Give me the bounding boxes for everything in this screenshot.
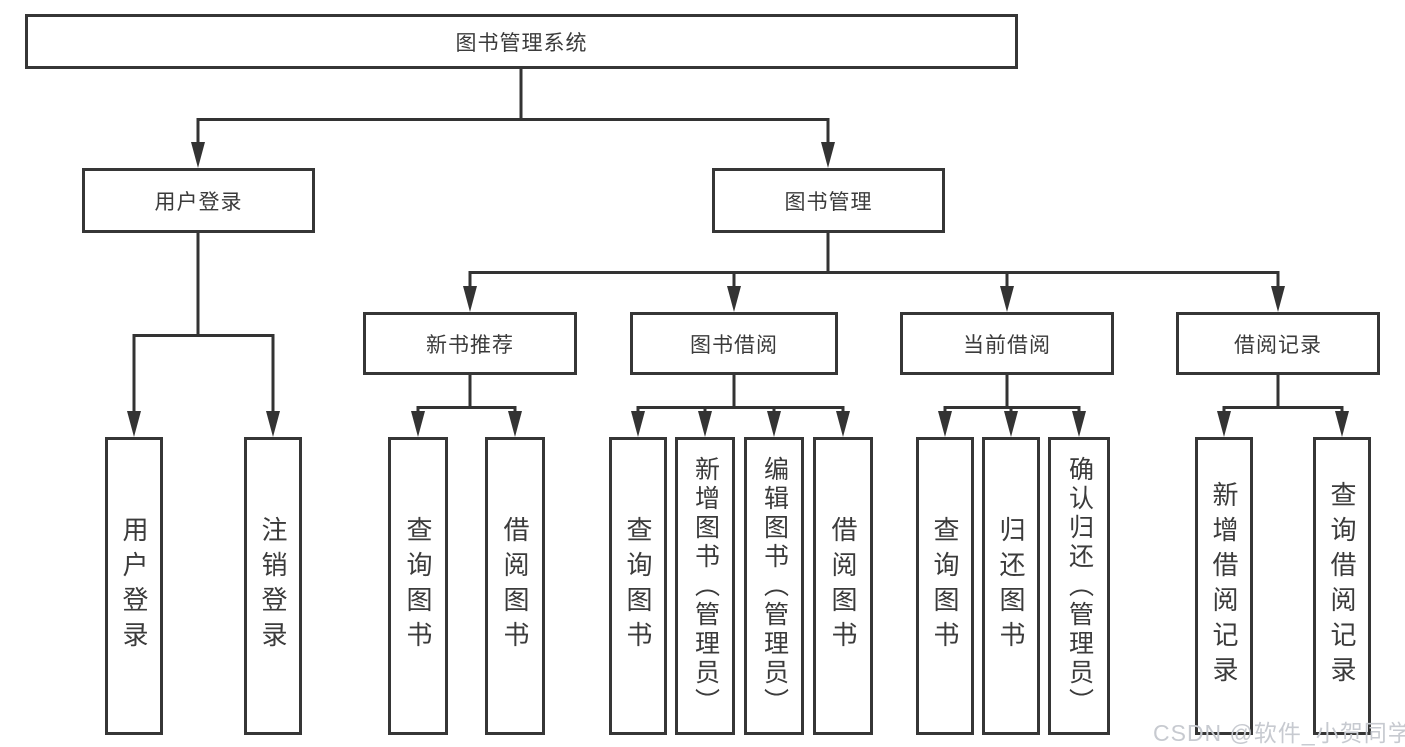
leaf-borrow-books-recommend: 借阅图书	[485, 437, 545, 735]
watermark: CSDN @软件_小贺同学	[1153, 720, 1405, 746]
node-current-borrowing: 当前借阅	[900, 312, 1114, 375]
leaf-query-books-borrowing: 查询图书	[609, 437, 667, 735]
node-book-management: 图书管理	[712, 168, 945, 233]
node-user-login: 用户登录	[82, 168, 315, 233]
leaf-return-books: 归还图书	[982, 437, 1040, 735]
leaf-add-borrow-record: 新增借阅记录	[1195, 437, 1253, 735]
leaf-query-books-recommend: 查询图书	[388, 437, 448, 735]
node-new-book-recommendation: 新书推荐	[363, 312, 577, 375]
node-book-borrowing: 图书借阅	[630, 312, 838, 375]
leaf-query-books-current: 查询图书	[916, 437, 974, 735]
leaf-confirm-return-admin: 确认归还（管理员）	[1048, 437, 1110, 735]
leaf-query-borrow-record: 查询借阅记录	[1313, 437, 1371, 735]
leaf-add-books-admin: 新增图书（管理员）	[675, 437, 735, 735]
leaf-user-login: 用户登录	[105, 437, 163, 735]
leaf-logout: 注销登录	[244, 437, 302, 735]
node-borrowing-records: 借阅记录	[1176, 312, 1380, 375]
leaf-edit-books-admin: 编辑图书（管理员）	[744, 437, 804, 735]
leaf-borrow-books-borrowing: 借阅图书	[813, 437, 873, 735]
node-library-management-system: 图书管理系统	[25, 14, 1018, 69]
